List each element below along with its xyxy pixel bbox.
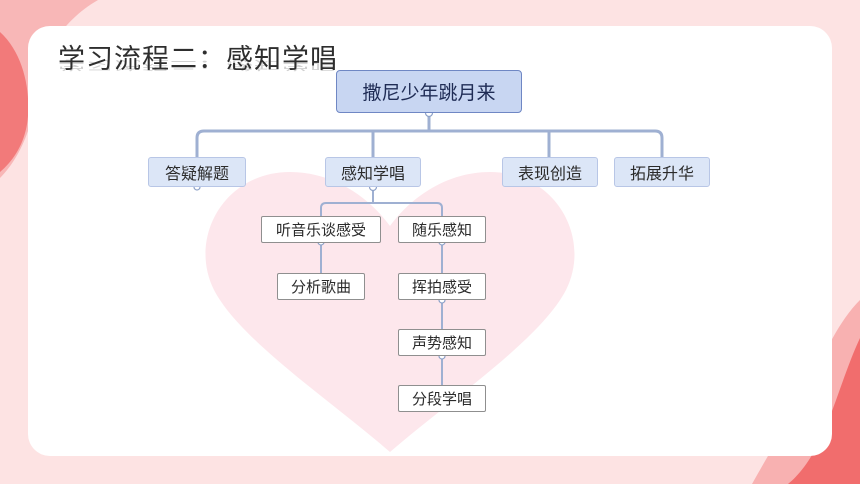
branch-node-4[interactable]: 拓展升华 xyxy=(614,157,710,187)
connector-branch-bar xyxy=(195,129,664,157)
sub-node-right-4[interactable]: 分段学唱 xyxy=(398,385,486,412)
sub-node-left-1[interactable]: 听音乐谈感受 xyxy=(261,216,381,243)
connector-sub-split xyxy=(320,202,443,216)
top-left-wave-accent xyxy=(0,32,29,172)
sub-node-right-3[interactable]: 声势感知 xyxy=(398,329,486,356)
sub-node-left-2[interactable]: 分析歌曲 xyxy=(277,273,365,300)
bottom-right-wave-accent xyxy=(788,338,860,484)
sub-node-right-2[interactable]: 挥拍感受 xyxy=(398,273,486,300)
branch-node-2[interactable]: 感知学唱 xyxy=(325,157,421,187)
branch-node-3[interactable]: 表现创造 xyxy=(502,157,598,187)
branch-node-1[interactable]: 答疑解题 xyxy=(148,157,246,187)
sub-node-right-1[interactable]: 随乐感知 xyxy=(398,216,486,243)
page-title: 学习流程二：感知学唱 xyxy=(58,44,338,75)
mindmap-root-node[interactable]: 撒尼少年跳月来 xyxy=(336,70,522,113)
